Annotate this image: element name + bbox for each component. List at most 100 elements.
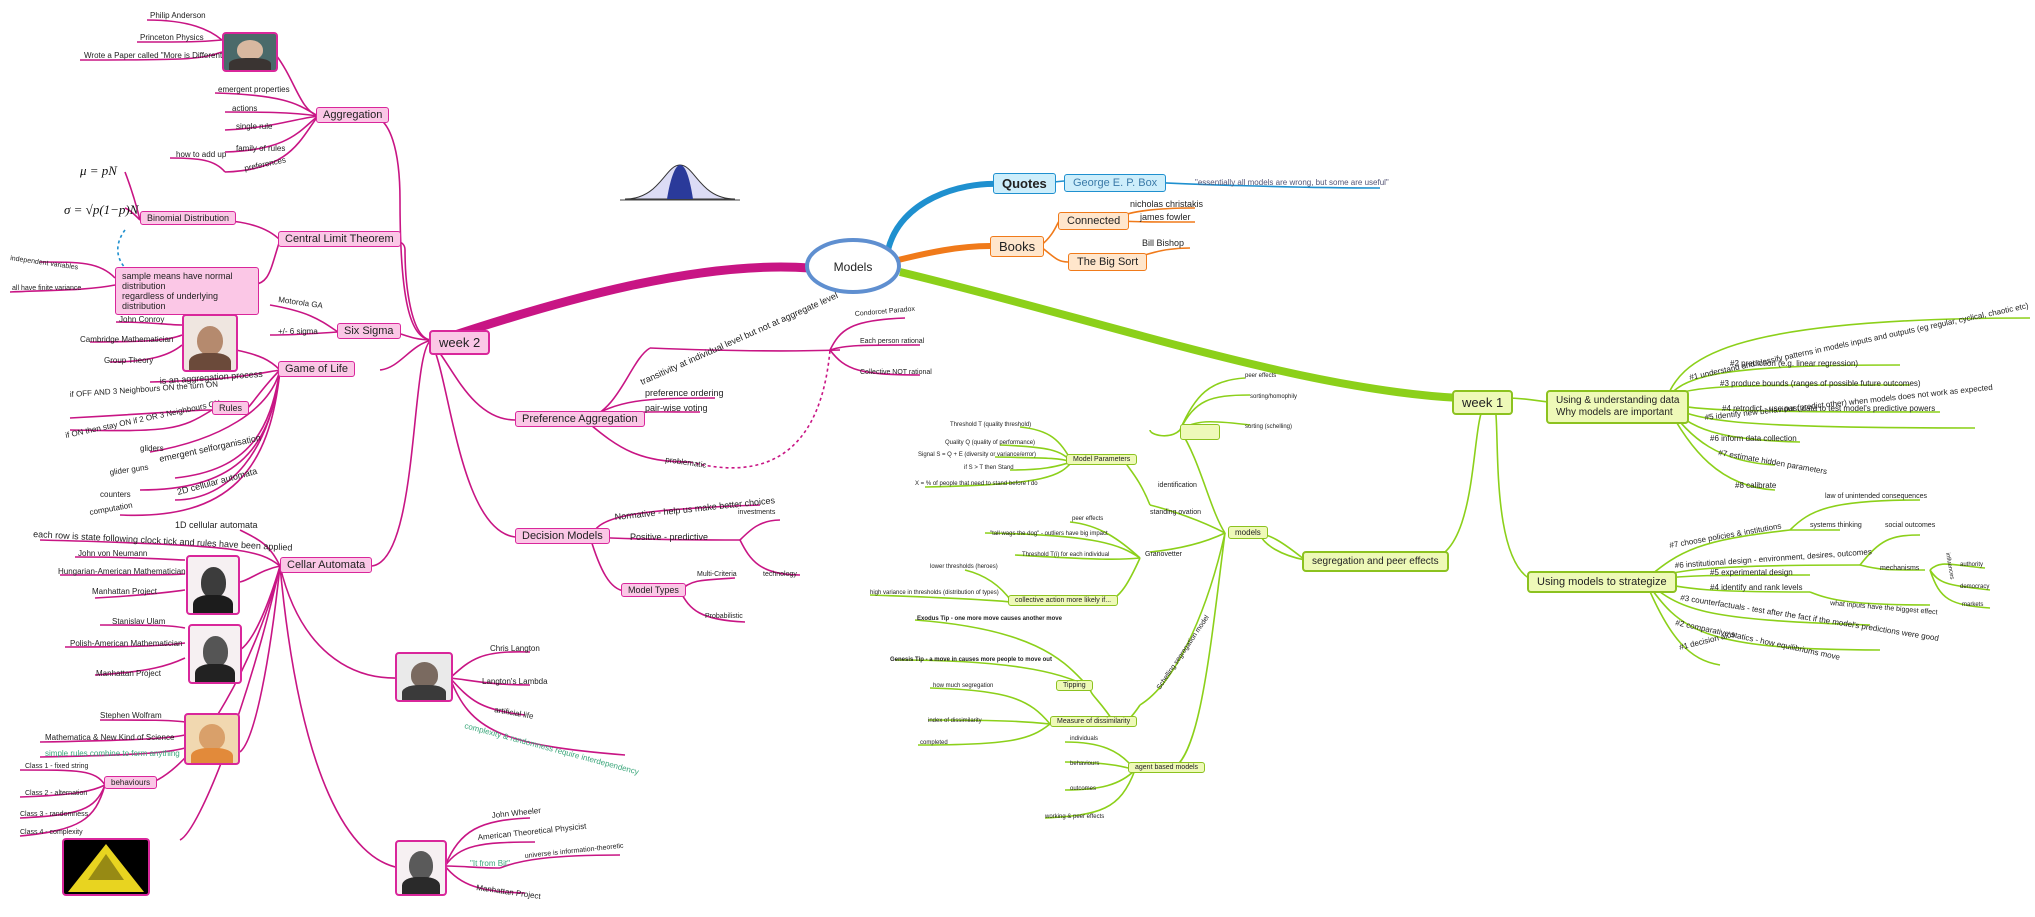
params-stand: if S > T then Stand xyxy=(964,465,1014,471)
center-node[interactable] xyxy=(805,238,901,294)
conway-photo xyxy=(182,314,238,372)
using-data-item-4: #4 retrodict - use past data to test mod… xyxy=(1722,404,1935,413)
dissimilarity-node[interactable]: Measure of dissimilarity xyxy=(1050,716,1138,727)
modeltypes-node[interactable]: Model Types xyxy=(621,583,686,597)
ulam-project: Manhattan Project xyxy=(96,669,162,678)
using-data-item-1: #1 understand and classify patterns in m… xyxy=(1689,301,2030,382)
sixsigma-6sigma: +/- 6 sigma xyxy=(278,327,318,336)
behaviours-node[interactable]: behaviours xyxy=(104,776,158,789)
quotes-node[interactable]: Quotes xyxy=(993,173,1056,194)
condorcet-rational: Each person rational xyxy=(860,338,925,345)
anderson-affiliation: Princeton Physics xyxy=(140,33,204,42)
strategize-influences: influences xyxy=(1944,552,1955,580)
aggregation-item-how-to-add: how to add up xyxy=(176,150,227,159)
using-data-line-1: Using & understanding data xyxy=(1556,395,1680,406)
strategize-item-4: #4 identify and rank levels xyxy=(1710,583,1803,592)
aggregation-item-emergent: emergent properties xyxy=(218,85,290,94)
unlabeled-node[interactable] xyxy=(1180,424,1220,440)
strategize-item-7: #7 choose policies & institutions xyxy=(1669,521,1782,550)
dissim-how-much: how much segregation xyxy=(933,683,993,689)
langton-name: Chris Langton xyxy=(490,644,540,653)
books-node[interactable]: Books xyxy=(990,236,1045,257)
sample-line-3: regardless of underlying distribution xyxy=(122,291,219,311)
conway-affiliation: Cambridge Mathematician xyxy=(80,335,173,344)
week2-node[interactable]: week 2 xyxy=(429,330,491,355)
strategize-item-6: #6 institutional design - environment, d… xyxy=(1675,547,1873,570)
week1-node[interactable]: week 1 xyxy=(1452,390,1514,415)
pref-ordering: preference ordering xyxy=(645,388,724,398)
segregation-node[interactable]: segregation and peer effects xyxy=(1302,551,1449,572)
strategize-democracy: democracy xyxy=(1960,584,1989,590)
using-data-node[interactable]: Using & understanding data Why models ar… xyxy=(1546,390,1690,424)
clt-node[interactable]: Central Limit Theorem xyxy=(278,231,401,247)
week2-connectors xyxy=(9,19,921,894)
ulam-photo xyxy=(188,624,242,684)
sample-means-node[interactable]: sample means have normal distribution re… xyxy=(115,267,259,315)
sixsigma-node[interactable]: Six Sigma xyxy=(337,323,401,339)
cellular-1d: 1D cellular automata xyxy=(175,520,258,530)
wolfram-name: Stephen Wolfram xyxy=(100,711,162,720)
wheeler-photo xyxy=(395,840,447,896)
binomial-node[interactable]: Binomial Distribution xyxy=(140,211,237,225)
decision-positive: Positive - predictive xyxy=(630,532,708,542)
seg-schelling-model: Schelling segregation model xyxy=(1156,614,1211,691)
gol-gliders: gliders xyxy=(140,444,164,453)
preference-node[interactable]: Preference Aggregation xyxy=(515,411,645,427)
branch-quotes xyxy=(885,180,1001,251)
clt-independent: independent variables xyxy=(10,255,79,272)
collective-variance: high variance in thresholds (distributio… xyxy=(870,590,999,596)
gameoflife-node[interactable]: Game of Life xyxy=(278,361,355,377)
neumann-name: John von Neumann xyxy=(78,549,147,558)
langton-alife: artificial life xyxy=(494,705,535,721)
tipping-node[interactable]: Tipping xyxy=(1056,680,1093,691)
quote-text: "essentially all models are wrong, but s… xyxy=(1195,178,1389,187)
using-data-item-3: #3 produce bounds (ranges of possible fu… xyxy=(1720,379,1921,388)
week1-connectors xyxy=(869,317,2031,819)
strategize-mechanisms: mechanisms xyxy=(1880,565,1920,572)
seg-sorting-schelling: sorting (schelling) xyxy=(1245,424,1292,430)
wheeler-it-from-bit: "It from Bit" xyxy=(470,859,510,868)
quote-author-node[interactable]: George E. P. Box xyxy=(1064,174,1167,192)
behaviour-class1: Class 1 - fixed string xyxy=(25,763,89,770)
neumann-project: Manhattan Project xyxy=(92,587,158,596)
seg-sorting-homophily: sorting/homophily xyxy=(1250,394,1297,400)
using-data-item-6: #6 inform data collection xyxy=(1710,434,1797,443)
models-node[interactable]: models xyxy=(1228,526,1268,539)
decision-probabilistic: Probabilistic xyxy=(705,613,743,620)
strategize-node[interactable]: Using models to strategize xyxy=(1527,571,1677,593)
pref-pairwise: pair-wise voting xyxy=(645,403,708,413)
book-connected-node[interactable]: Connected xyxy=(1058,212,1130,230)
branch-books xyxy=(889,243,991,265)
model-params-node[interactable]: Model Parameters xyxy=(1066,454,1138,465)
dissim-completed: completed xyxy=(920,740,948,746)
strategize-item-5: #5 experimental design xyxy=(1710,568,1793,577)
gol-2d-cellular: 2D cellular automata xyxy=(176,466,258,497)
gran-tall-wags: "tall wags the dog" - outliers have big … xyxy=(990,531,1108,537)
dissim-index: index of dissimilarity xyxy=(928,718,982,724)
agent-individuals: individuals xyxy=(1070,736,1098,742)
conway-field: Group Theory xyxy=(104,356,153,365)
params-percent: X = % of people that need to stand befor… xyxy=(915,481,1038,487)
decision-node[interactable]: Decision Models xyxy=(515,528,610,544)
aggregation-node[interactable]: Aggregation xyxy=(316,107,390,123)
collective-lower: lower thresholds (heroes) xyxy=(930,564,998,570)
conway-name: John Conroy xyxy=(119,315,164,324)
agent-working: working & peer effects xyxy=(1044,814,1104,820)
using-data-item-7: #7 estimate hidden parameters xyxy=(1718,448,1828,476)
cellular-node[interactable]: Cellar Automata xyxy=(280,557,373,573)
agent-node[interactable]: agent based models xyxy=(1128,762,1206,773)
neumann-affiliation: Hungarian-American Mathematician xyxy=(58,567,186,576)
aggregation-item-preferences: preferences xyxy=(244,155,287,173)
tipping-genesis: Genesis Tip - a move in causes more peop… xyxy=(890,657,1052,663)
agent-outcomes: outcomes xyxy=(1070,786,1096,792)
params-quality: Quality Q (quality of performance) xyxy=(945,440,1035,446)
rules-node[interactable]: Rules xyxy=(212,401,250,415)
anderson-photo xyxy=(222,32,278,72)
wheeler-name: John Wheeler xyxy=(491,806,541,820)
collective-node[interactable]: collective action more likely if... xyxy=(1008,595,1119,606)
aggregation-item-actions: actions xyxy=(232,104,257,113)
strategize-social: social outcomes xyxy=(1885,522,1936,529)
strategize-systems: systems thinking xyxy=(1810,522,1862,529)
book-bigsort-node[interactable]: The Big Sort xyxy=(1068,253,1148,271)
